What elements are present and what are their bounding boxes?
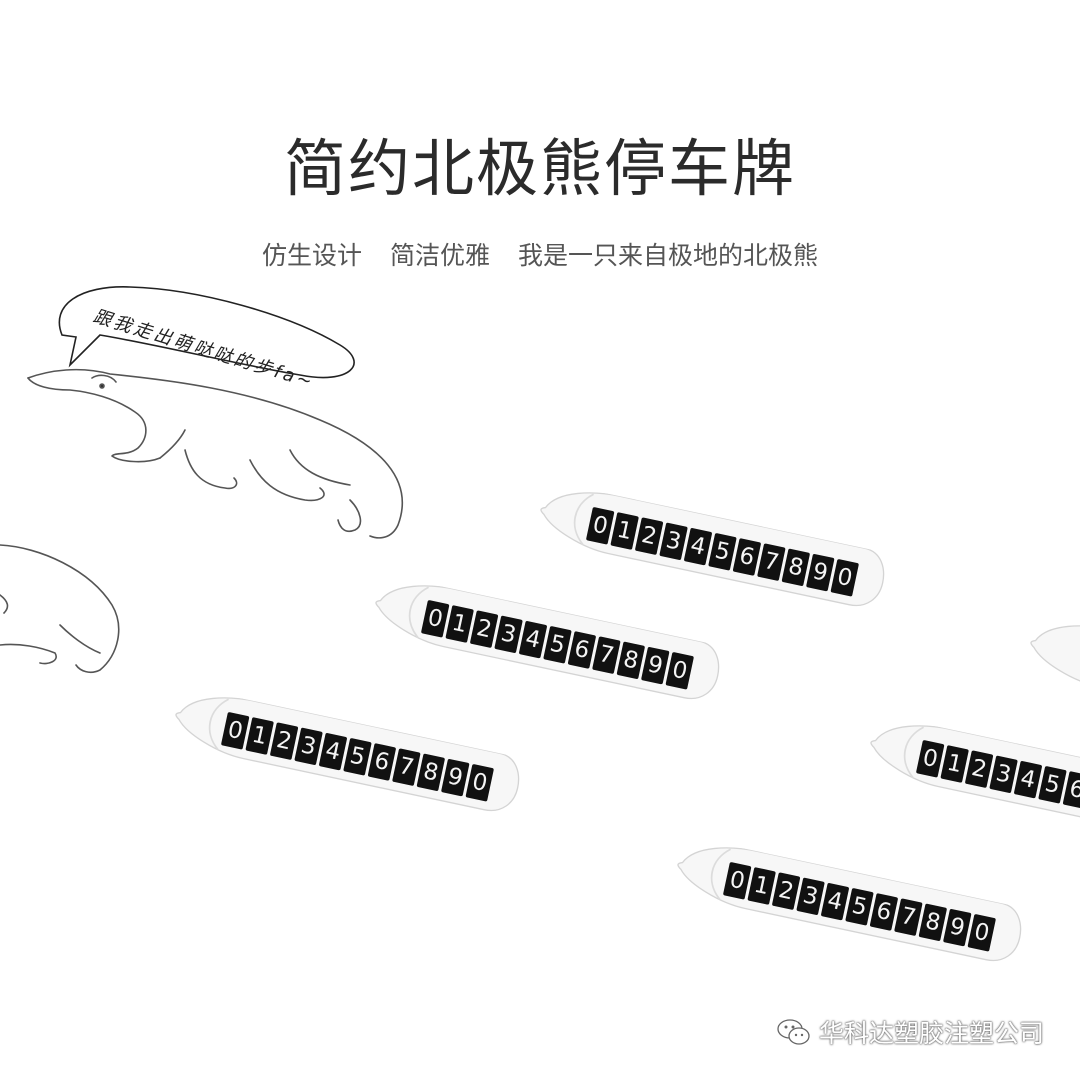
- plate-body: [1030, 625, 1080, 740]
- parking-number-plate: 0 1 2 3 4 5 6 7 8 9 0: [501, 475, 921, 648]
- parking-number-plate: 0 1 2 3 4 5 6 7 8 9 0: [831, 708, 1080, 881]
- polar-bear-illustration: [27, 368, 404, 539]
- parking-number-plate: 0 1 2 3 4 5 6 7 8 9 0: [638, 830, 1058, 1003]
- speech-bubble: [58, 286, 355, 379]
- polar-bear-illustration: [0, 544, 120, 673]
- subtitle-part-1: 仿生设计: [262, 241, 363, 270]
- parking-number-plate: 0 1 2 3 4 5 6 7 8 9 0: [336, 568, 756, 741]
- watermark: 华科达塑胶注塑公司: [777, 1014, 1044, 1050]
- watermark-text: 华科达塑胶注塑公司: [818, 1019, 1044, 1048]
- plate-digit: 5: [1038, 765, 1067, 804]
- parking-number-plate: 0 1 2 3 4 5 6 7 8 9 0: [136, 680, 556, 853]
- plate-digit: 3: [989, 755, 1018, 794]
- subtitle-part-2: 简洁优雅: [389, 241, 490, 270]
- wechat-icon: [777, 1019, 810, 1045]
- plate-digit: 4: [1013, 760, 1043, 799]
- plate-digit: 2: [964, 750, 994, 789]
- page-title: 简约北极熊停车牌: [283, 132, 796, 205]
- plate-digit: 1: [940, 745, 969, 783]
- parking-number-plate: [991, 608, 1080, 781]
- subtitle-part-3: 我是一只来自极地的北极熊: [517, 241, 818, 270]
- subtitle: 仿生设计 简洁优雅 我是一只来自极地的北极熊: [0, 236, 1080, 272]
